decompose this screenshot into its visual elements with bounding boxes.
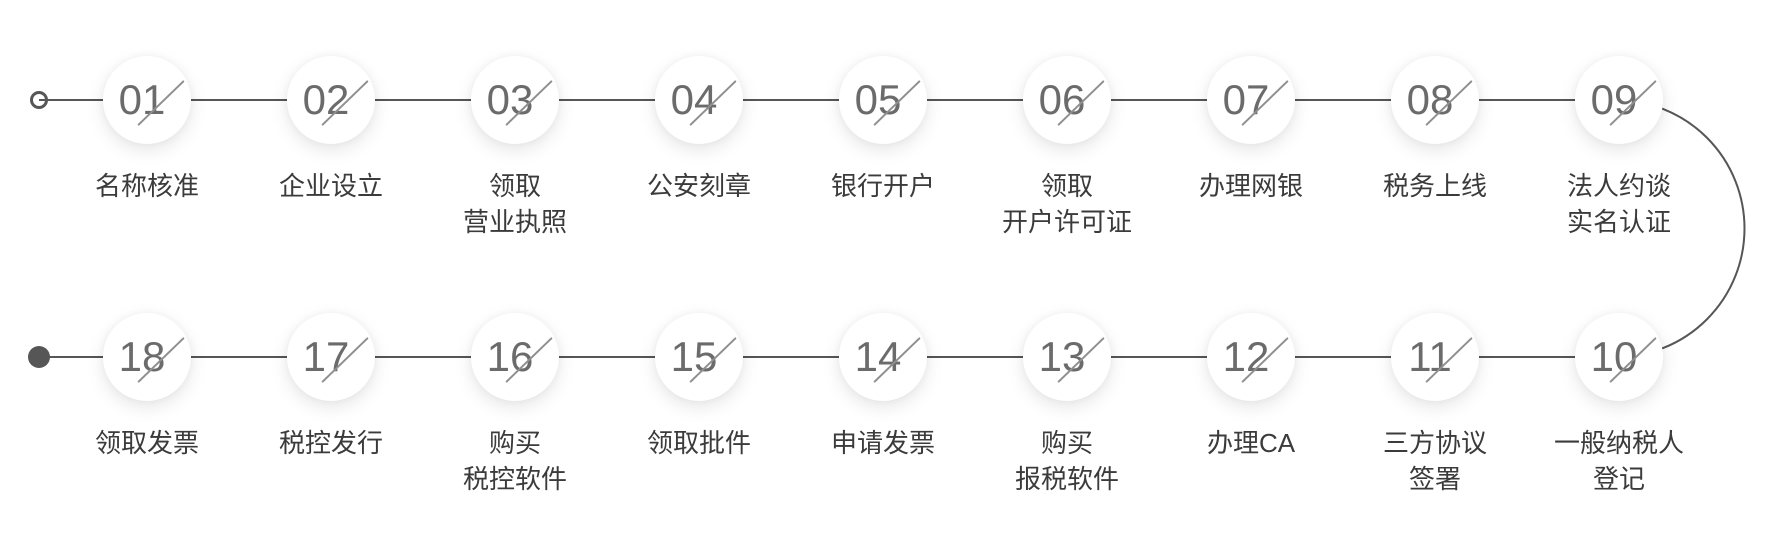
flow-row-top: 01 名称核准 02 企业设立 03 领取 营业执照 04 公安刻章 05 银行…: [55, 56, 1711, 240]
step-label: 办理网银: [1198, 171, 1303, 201]
step-circle: 03: [471, 56, 559, 144]
step-number: 15: [670, 333, 718, 380]
connector-line-top: [39, 99, 1616, 101]
step-circle: 18: [103, 313, 191, 401]
step-number: 14: [854, 333, 902, 380]
step-circle: 14: [839, 313, 927, 401]
step-number: 09: [1590, 76, 1638, 123]
step-number: 17: [302, 333, 350, 380]
step-circle: 11: [1391, 313, 1479, 401]
step-label: 税控发行: [278, 428, 383, 458]
step-node: 13 购买 报税软件: [975, 313, 1159, 497]
step-number: 08: [1406, 76, 1454, 123]
step-number: 18: [118, 333, 166, 380]
step-label: 购买 税控软件: [462, 428, 567, 494]
step-node: 12 办理CA: [1159, 313, 1343, 497]
step-node: 15 领取批件: [607, 313, 791, 497]
step-circle: 15: [655, 313, 743, 401]
step-node: 05 银行开户: [791, 56, 975, 240]
step-circle: 09: [1575, 56, 1663, 144]
step-label: 银行开户: [830, 171, 935, 201]
step-number: 13: [1038, 333, 1086, 380]
step-number: 03: [486, 76, 534, 123]
step-node: 14 申请发票: [791, 313, 975, 497]
connector-line-bottom: [39, 356, 1616, 358]
step-circle: 01: [103, 56, 191, 144]
step-number: 01: [118, 76, 166, 123]
step-label: 三方协议 签署: [1382, 428, 1487, 494]
step-node: 16 购买 税控软件: [423, 313, 607, 497]
step-circle: 13: [1023, 313, 1111, 401]
step-label: 领取批件: [646, 428, 751, 458]
step-number: 10: [1590, 333, 1638, 380]
step-number: 02: [302, 76, 350, 123]
step-label: 购买 报税软件: [1014, 428, 1119, 494]
step-circle: 17: [287, 313, 375, 401]
step-circle: 04: [655, 56, 743, 144]
step-label: 公安刻章: [646, 171, 751, 201]
step-circle: 12: [1207, 313, 1295, 401]
step-label: 申请发票: [830, 428, 935, 458]
step-circle: 05: [839, 56, 927, 144]
step-label: 领取发票: [94, 428, 199, 458]
step-node: 08 税务上线: [1343, 56, 1527, 240]
step-number: 05: [854, 76, 902, 123]
step-node: 02 企业设立: [239, 56, 423, 240]
step-label: 办理CA: [1206, 428, 1296, 458]
step-circle: 07: [1207, 56, 1295, 144]
flow-row-bottom: 18 领取发票 17 税控发行 16 购买 税控软件 15 领取批件 14 申请…: [55, 313, 1711, 497]
step-number: 06: [1038, 76, 1086, 123]
step-node: 09 法人约谈 实名认证: [1527, 56, 1711, 240]
step-number: 07: [1222, 76, 1270, 123]
step-node: 11 三方协议 签署: [1343, 313, 1527, 497]
step-node: 01 名称核准: [55, 56, 239, 240]
step-label: 领取 开户许可证: [1001, 171, 1132, 237]
step-label: 企业设立: [278, 171, 383, 201]
step-label: 法人约谈 实名认证: [1566, 171, 1671, 237]
step-node: 17 税控发行: [239, 313, 423, 497]
step-label: 领取 营业执照: [462, 171, 567, 237]
step-node: 18 领取发票: [55, 313, 239, 497]
step-circle: 02: [287, 56, 375, 144]
step-number: 16: [486, 333, 534, 380]
step-node: 03 领取 营业执照: [423, 56, 607, 240]
step-label: 税务上线: [1382, 171, 1487, 201]
step-number: 04: [670, 76, 718, 123]
step-node: 10 一般纳税人 登记: [1527, 313, 1711, 497]
step-node: 04 公安刻章: [607, 56, 791, 240]
step-number: 11: [1408, 333, 1452, 380]
step-label: 一般纳税人 登记: [1553, 428, 1684, 494]
step-label: 名称核准: [94, 171, 199, 201]
step-number: 12: [1222, 333, 1270, 380]
step-circle: 16: [471, 313, 559, 401]
step-node: 07 办理网银: [1159, 56, 1343, 240]
step-circle: 08: [1391, 56, 1479, 144]
step-node: 06 领取 开户许可证: [975, 56, 1159, 240]
step-circle: 06: [1023, 56, 1111, 144]
step-circle: 10: [1575, 313, 1663, 401]
